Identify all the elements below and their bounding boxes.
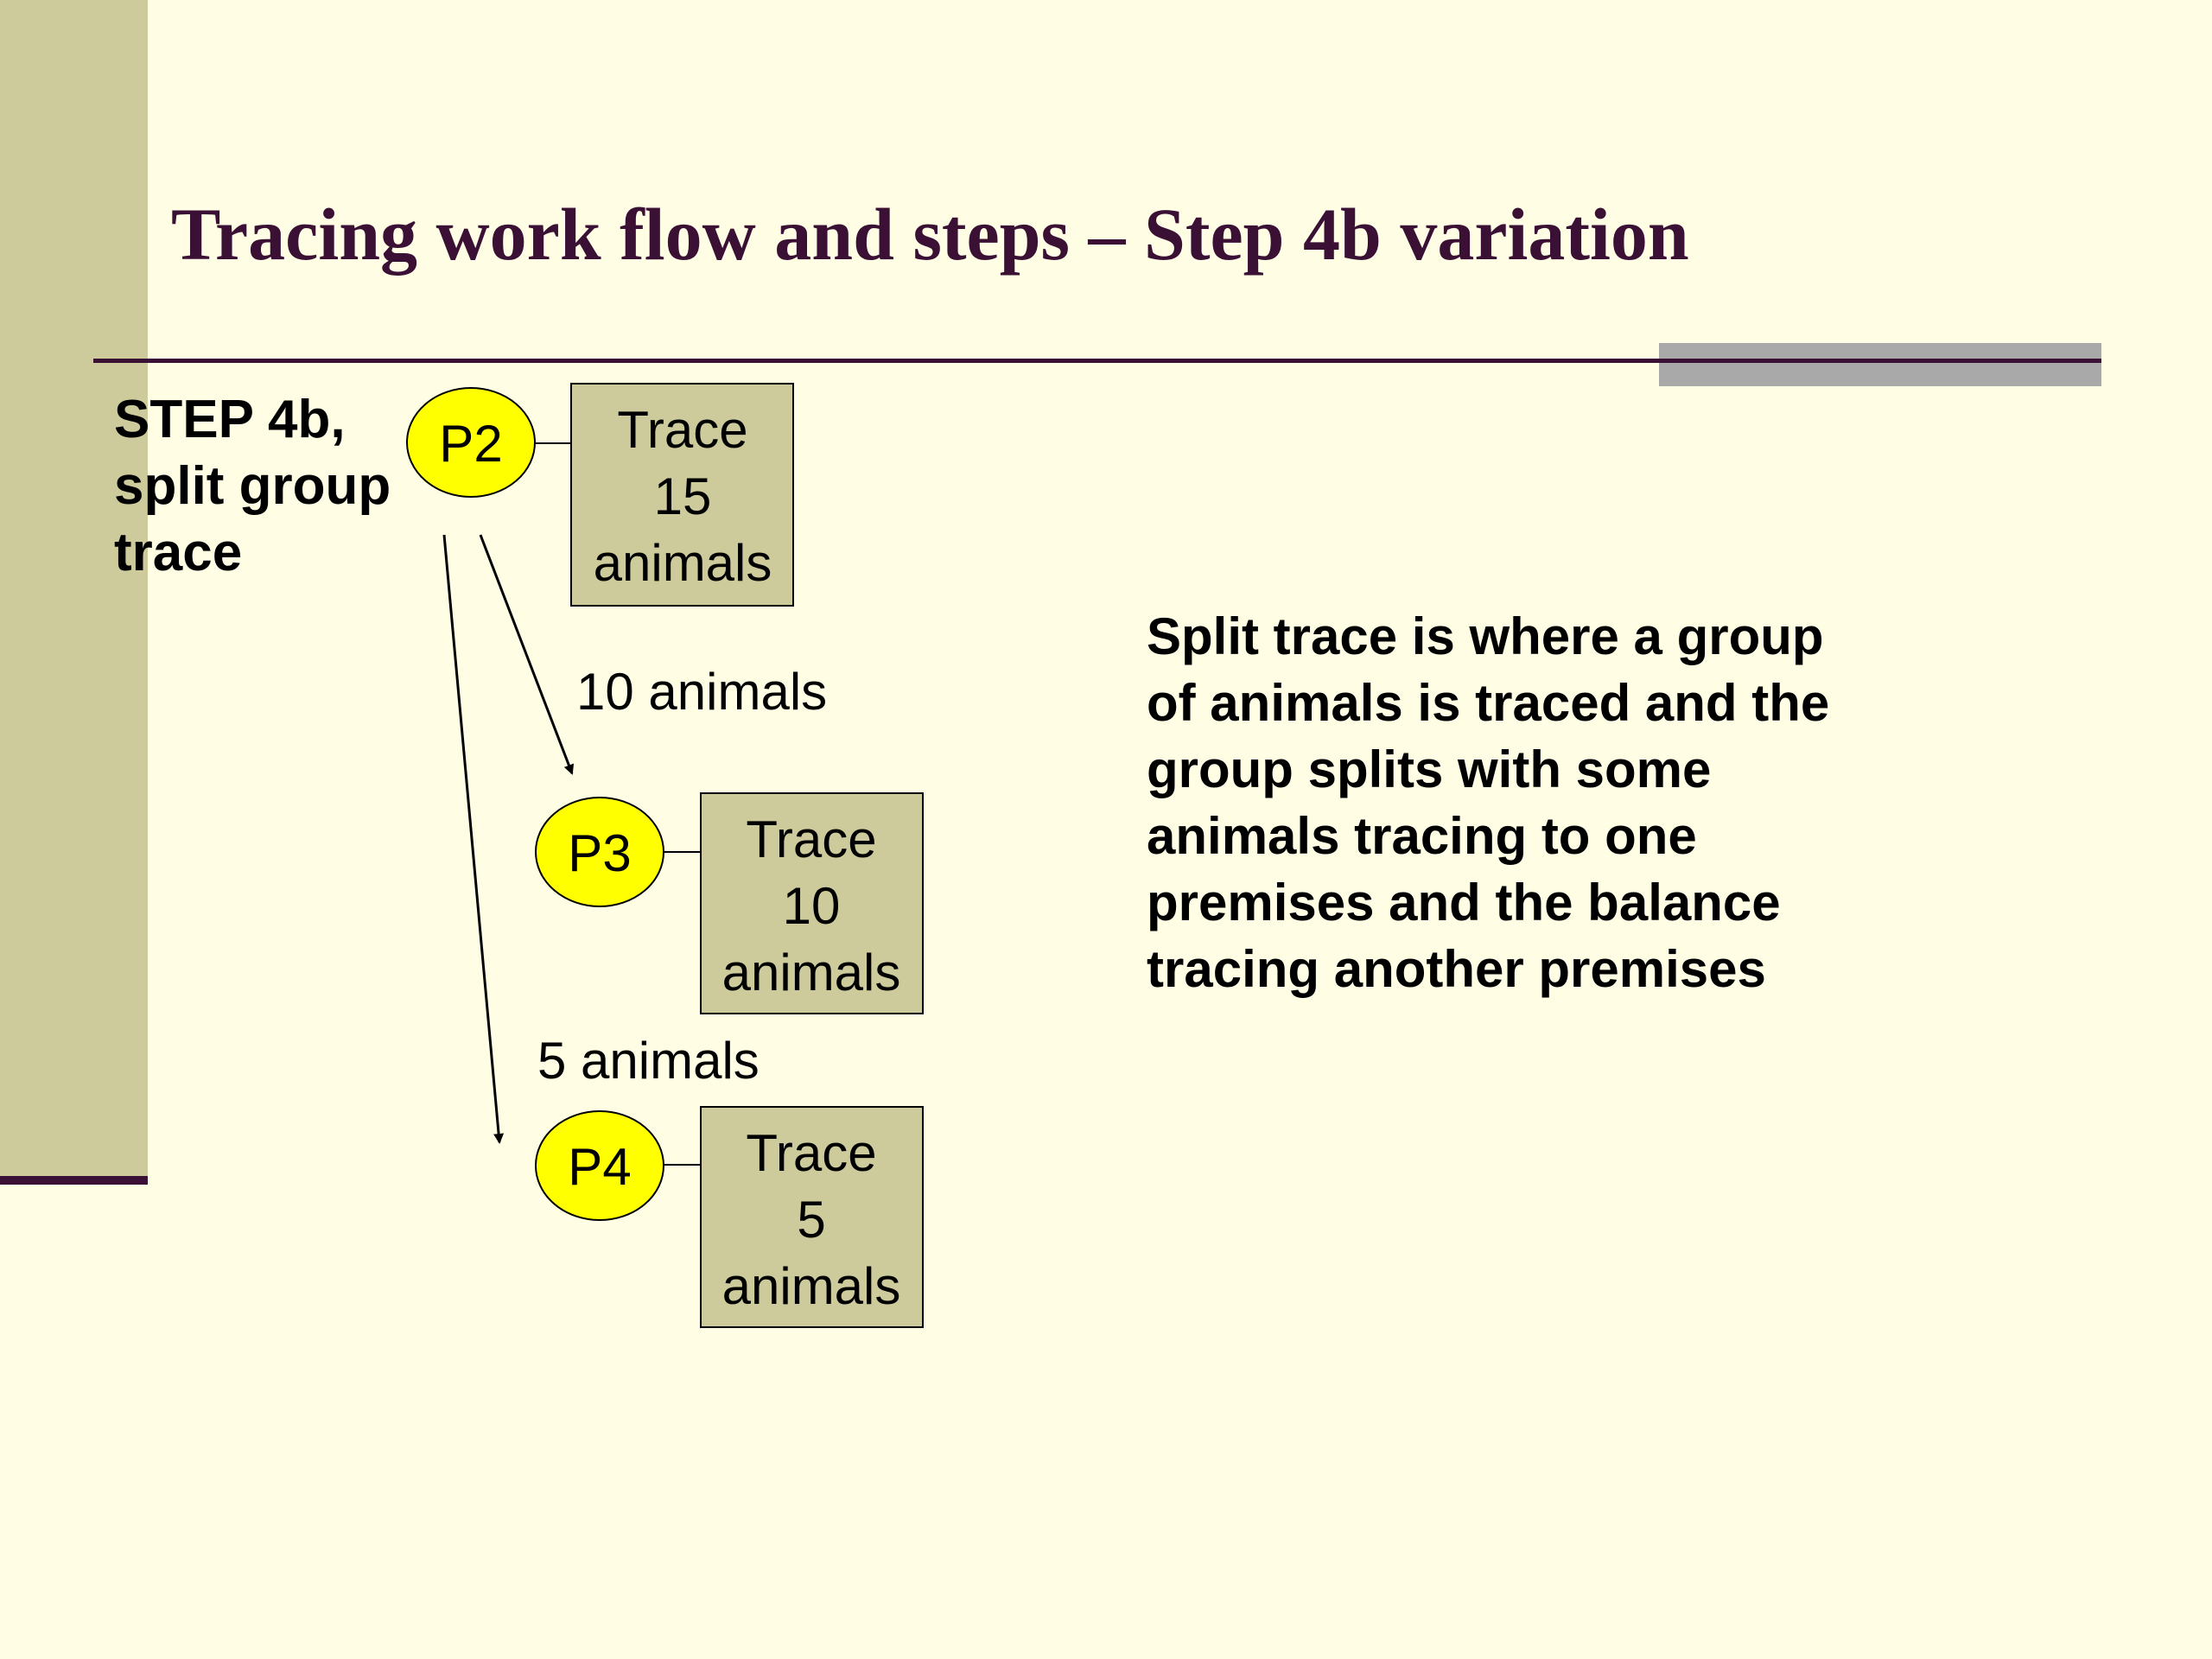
description-line: tracing another premises xyxy=(1147,940,1766,998)
step-label-line: STEP 4b, xyxy=(114,390,346,449)
node-p3: P3 Trace 10 animals xyxy=(535,792,924,1014)
description-line: premises and the balance xyxy=(1147,874,1781,931)
trace-box xyxy=(700,792,924,1014)
edge-arrow-p2-p3 xyxy=(479,534,575,775)
trace-box-line: animals xyxy=(594,534,772,592)
trace-box-line: 10 xyxy=(783,877,841,935)
title-rule-accent xyxy=(1659,343,2101,386)
node-circle xyxy=(406,387,536,498)
side-bar-rule xyxy=(0,1176,148,1185)
node-label: P2 xyxy=(439,415,502,473)
description-text: Split trace is where a group of animals … xyxy=(1147,603,1976,1002)
slide-title: Tracing work flow and steps – Step 4b va… xyxy=(171,193,1689,276)
trace-box-line: Trace xyxy=(746,1124,876,1182)
trace-box-line: 5 xyxy=(797,1191,825,1249)
description-line: animals tracing to one xyxy=(1147,807,1697,865)
step-label-line: split group xyxy=(114,456,391,516)
trace-box-line: Trace xyxy=(617,401,747,459)
edge-arrow-p2-p4 xyxy=(442,534,505,1144)
trace-box-line: 15 xyxy=(654,467,712,525)
title-rule xyxy=(93,359,2101,363)
description-line: Split trace is where a group xyxy=(1147,607,1824,665)
step-label: STEP 4b, split group trace xyxy=(114,386,391,586)
node-label: P3 xyxy=(568,824,631,882)
trace-box xyxy=(700,1106,924,1328)
title-rule-accent-line xyxy=(1659,359,2101,363)
edge-label-p2-p4: 5 animals xyxy=(537,1032,760,1090)
node-circle xyxy=(535,797,664,907)
node-p2: P2 Trace 15 animals xyxy=(406,383,794,607)
description-line: group splits with some xyxy=(1147,741,1712,798)
step-label-line: trace xyxy=(114,523,243,582)
trace-box xyxy=(570,383,794,607)
trace-box-line: Trace xyxy=(746,810,876,868)
trace-box-line: animals xyxy=(722,944,901,1001)
edge-label-p2-p3: 10 animals xyxy=(576,663,828,721)
description-line: of animals is traced and the xyxy=(1147,674,1830,732)
node-p4: P4 Trace 5 animals xyxy=(535,1106,924,1328)
trace-box-line: animals xyxy=(722,1257,901,1315)
node-circle xyxy=(535,1110,664,1221)
side-bar xyxy=(0,0,148,1176)
node-label: P4 xyxy=(568,1138,631,1196)
